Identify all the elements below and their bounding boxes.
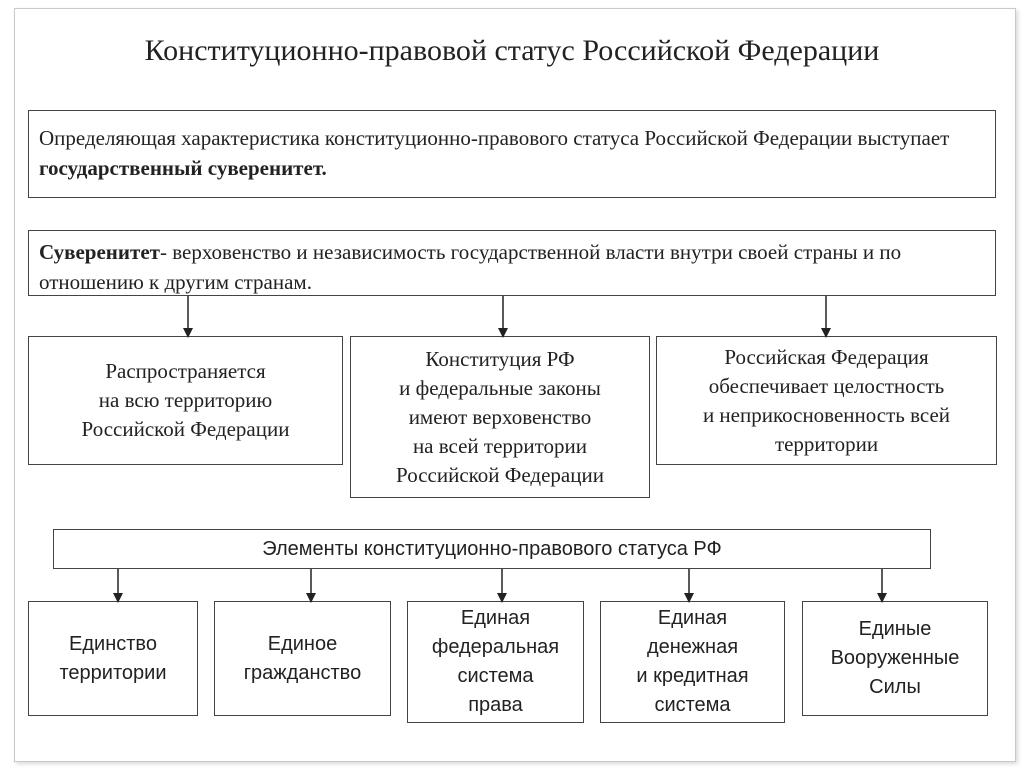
- element-line: права: [468, 694, 523, 716]
- consequence-line: территории: [774, 431, 879, 456]
- element-line: Единые: [858, 618, 932, 640]
- elements-header-box: Элементы конституционно-правового статус…: [53, 529, 931, 569]
- consequence-line: на всю территорию: [98, 388, 273, 412]
- page-title: Конституционно-правовой статус Российско…: [144, 34, 880, 67]
- element-line: Единое: [267, 632, 338, 655]
- element-box-law-system: Единая федеральная система права: [407, 601, 584, 723]
- definition-text: Определяющая характеристика конституцион…: [39, 126, 950, 150]
- element-line: система: [457, 665, 534, 687]
- consequence-line: и федеральные законы: [399, 375, 601, 400]
- elements-header-text: Элементы конституционно-правового статус…: [262, 537, 722, 560]
- consequence-line: и неприкосновенность всей: [702, 402, 951, 427]
- consequence-line: имеют верховенство: [408, 404, 592, 429]
- element-line: Единство: [69, 632, 157, 655]
- definition-box: Определяющая характеристика конституцион…: [28, 110, 996, 198]
- element-box-citizenship: Единое гражданство: [214, 601, 391, 716]
- consequence-line: Распространяется: [105, 359, 266, 383]
- element-line: денежная: [646, 636, 739, 658]
- consequence-box-integrity: Российская Федерация обеспечивает целост…: [656, 336, 997, 465]
- sovereignty-definition: - верховенство и независимость государст…: [39, 240, 902, 294]
- consequence-line: Российская Федерация: [724, 344, 929, 369]
- consequence-box-territory: Распространяется на всю территорию Росси…: [28, 336, 343, 465]
- element-line: и кредитная: [636, 665, 749, 687]
- element-line: Силы: [869, 676, 921, 698]
- sovereignty-box: Суверенитет- верховенство и независимост…: [28, 230, 996, 296]
- element-box-monetary-system: Единая денежная и кредитная система: [600, 601, 785, 723]
- consequence-line: Российской Федерации: [396, 462, 604, 487]
- definition-bold-term: государственный суверенитет.: [39, 156, 327, 180]
- element-line: Единая: [657, 607, 728, 629]
- element-line: федеральная: [431, 636, 560, 658]
- element-line: Единая: [460, 607, 531, 629]
- element-line: территории: [59, 661, 167, 684]
- element-box-territory: Единство территории: [28, 601, 198, 716]
- element-line: гражданство: [243, 661, 362, 684]
- element-box-armed-forces: Единые Вооруженные Силы: [802, 601, 988, 716]
- element-line: система: [654, 694, 731, 716]
- consequence-line: обеспечивает целостность: [708, 373, 945, 398]
- element-line: Вооруженные: [830, 647, 960, 669]
- sovereignty-term: Суверенитет: [39, 240, 160, 264]
- consequence-line: Конституция РФ: [425, 346, 575, 371]
- consequence-box-constitution: Конституция РФ и федеральные законы имею…: [350, 336, 650, 498]
- consequence-line: Российской Федерации: [81, 417, 290, 441]
- consequence-line: на всей территории: [412, 433, 588, 458]
